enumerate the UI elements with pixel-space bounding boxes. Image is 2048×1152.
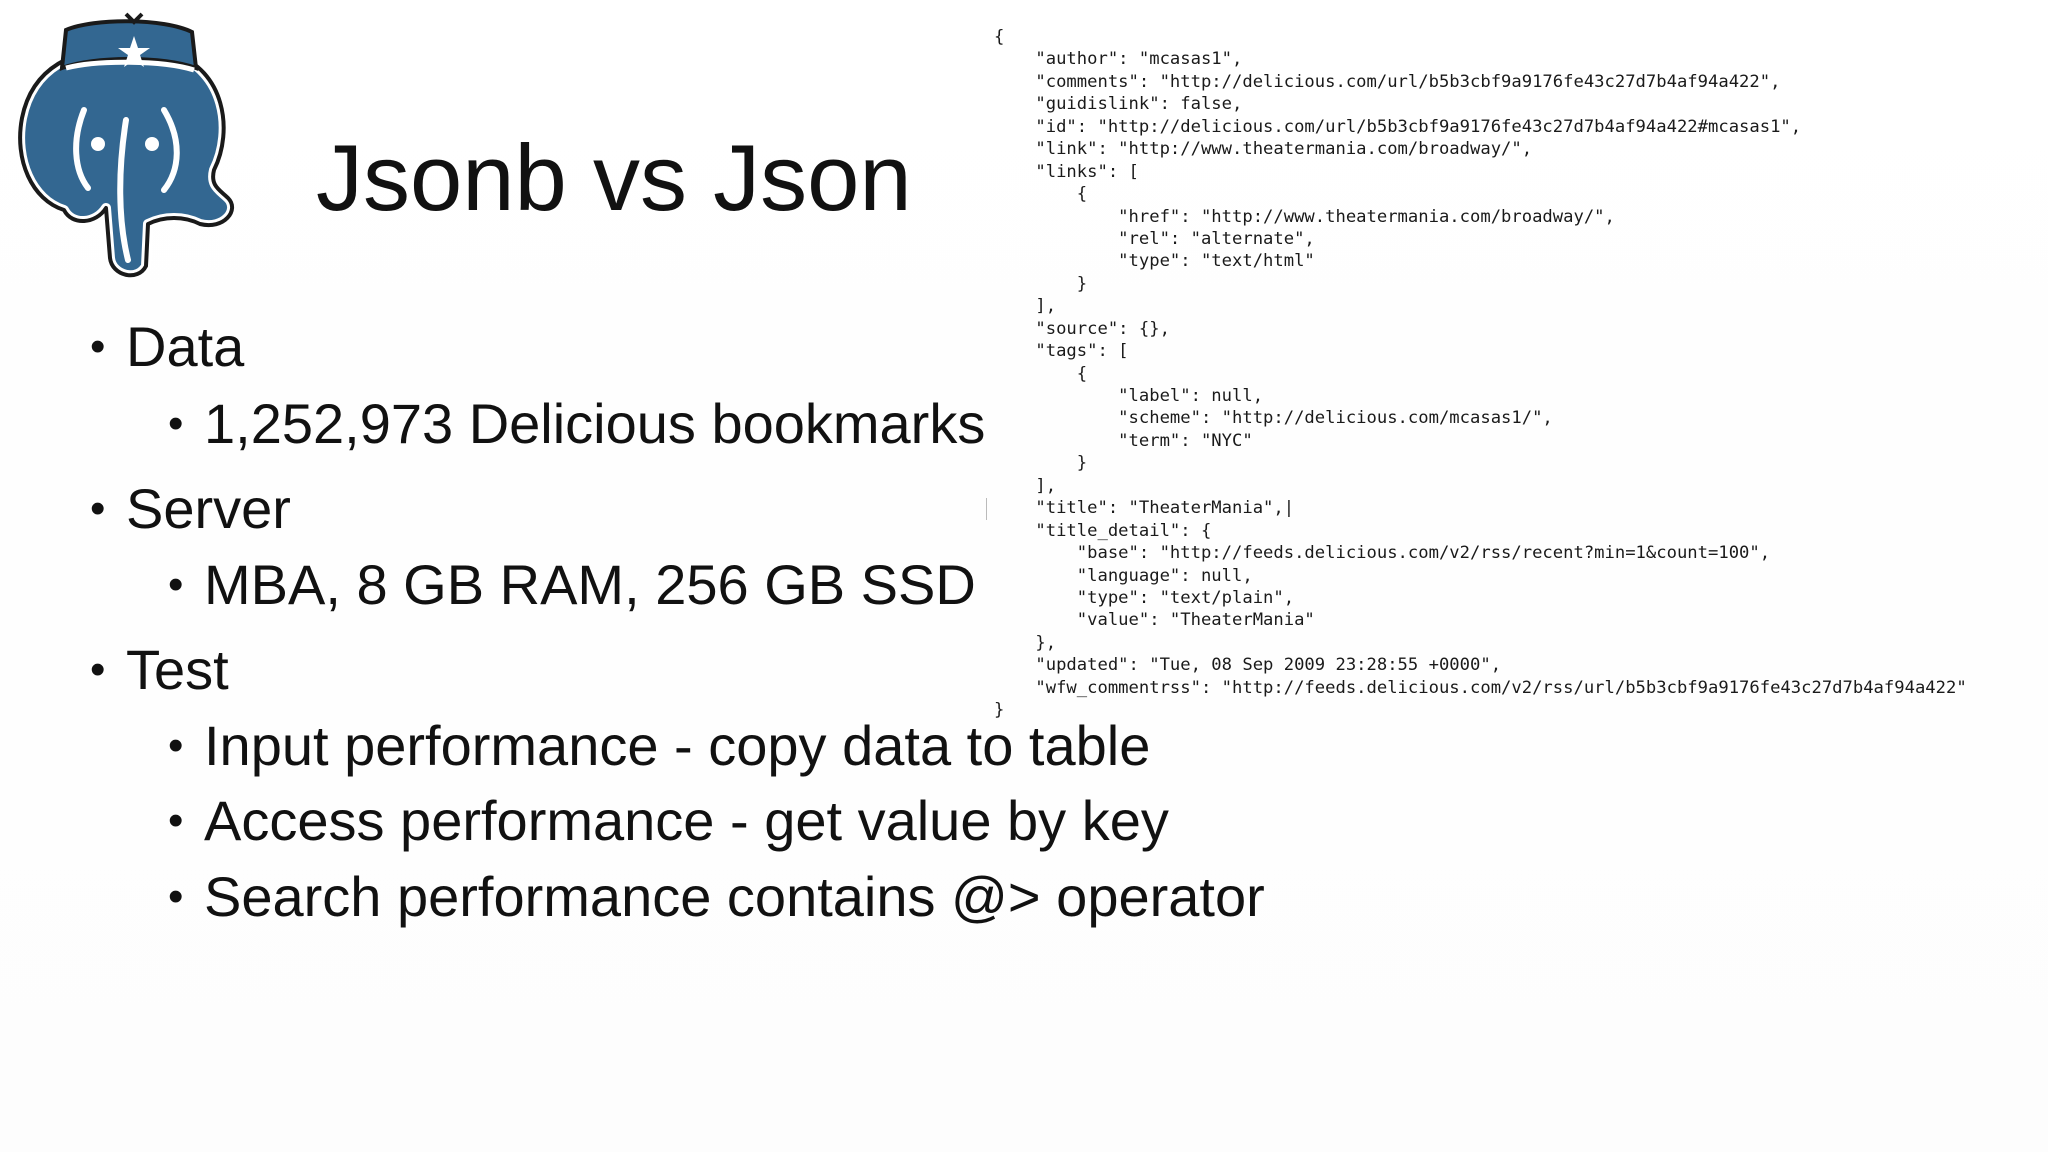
json-code-line: "value": "TheaterMania" (994, 610, 1315, 631)
bullet-text: Test (126, 638, 229, 701)
json-code-line: } (994, 453, 1088, 474)
bullet-level1: • Test (90, 635, 229, 705)
json-code-line: "language": null, (994, 565, 1253, 586)
json-sample-code: { "author": "mcasas1", "comments": "http… (994, 26, 2034, 726)
json-code-line: "base": "http://feeds.delicious.com/v2/r… (994, 543, 1771, 564)
json-code-line: "type": "text/plain", (994, 587, 1295, 608)
json-code-line: "scheme": "http://delicious.com/mcasas1/… (994, 408, 1553, 429)
json-code-line: "comments": "http://delicious.com/url/b5… (994, 71, 1781, 92)
json-code-line: "title": "TheaterMania",| (994, 498, 1295, 519)
json-code-line: }, (994, 632, 1057, 653)
bullet-level2: • Access performance - get value by key (168, 786, 1169, 856)
bullet-dot-icon: • (168, 796, 184, 845)
bullet-dot-icon: • (90, 322, 106, 371)
bullet-text: Input performance - copy data to table (204, 714, 1151, 777)
bullet-dot-icon: • (90, 645, 106, 694)
json-code-line: "guidislink": false, (994, 94, 1243, 115)
bullet-text: 1,252,973 Delicious bookmarks (204, 392, 986, 455)
bullet-level1: • Data (90, 312, 245, 382)
json-code-line: "rel": "alternate", (994, 228, 1315, 249)
bullet-dot-icon: • (168, 560, 184, 609)
json-code-line: "tags": [ (994, 341, 1129, 362)
bullet-text: Search performance contains @> operator (204, 865, 1265, 928)
json-code-line: "id": "http://delicious.com/url/b5b3cbf9… (994, 116, 1802, 137)
json-code-line: "link": "http://www.theatermania.com/bro… (994, 139, 1533, 160)
json-code-line: "wfw_commentrss": "http://feeds.deliciou… (994, 677, 1967, 698)
json-code-line: "term": "NYC" (994, 430, 1253, 451)
json-code-line: "author": "mcasas1", (994, 49, 1243, 70)
json-code-line: "updated": "Tue, 08 Sep 2009 23:28:55 +0… (994, 655, 1502, 676)
bullet-dot-icon: • (168, 399, 184, 448)
json-code-line: { (994, 184, 1088, 205)
bullet-level2: • Input performance - copy data to table (168, 711, 1151, 781)
bullet-text: Data (126, 315, 245, 378)
json-code-line: } (994, 700, 1005, 721)
bullet-dot-icon: • (90, 484, 106, 533)
bullet-dot-icon: • (168, 872, 184, 921)
bullet-level2: • 1,252,973 Delicious bookmarks (168, 389, 986, 459)
json-code-line: { (994, 27, 1005, 47)
bullet-level2: • Search performance contains @> operato… (168, 862, 1265, 932)
bullet-text: Server (126, 477, 291, 540)
json-code-line: "links": [ (994, 161, 1139, 182)
json-code-line: "title_detail": { (994, 520, 1212, 541)
json-code-line: "source": {}, (994, 318, 1170, 339)
json-code-line: "type": "text/html" (994, 251, 1315, 272)
json-code-line: "label": null, (994, 386, 1264, 406)
text-cursor (986, 498, 987, 520)
json-code-line: { (994, 363, 1088, 384)
bullet-text: MBA, 8 GB RAM, 256 GB SSD (204, 553, 976, 616)
slide-title: Jsonb vs Json (316, 125, 912, 230)
json-code-line: "href": "http://www.theatermania.com/bro… (994, 206, 1615, 227)
postgresql-elephant-icon (15, 12, 238, 281)
json-code-line: ], (994, 475, 1057, 496)
json-code-line: ], (994, 296, 1057, 317)
bullet-level1: • Server (90, 474, 291, 544)
bullet-dot-icon: • (168, 721, 184, 770)
json-code-line: } (994, 273, 1088, 294)
bullet-level2: • MBA, 8 GB RAM, 256 GB SSD (168, 550, 976, 620)
bullet-text: Access performance - get value by key (204, 789, 1169, 852)
